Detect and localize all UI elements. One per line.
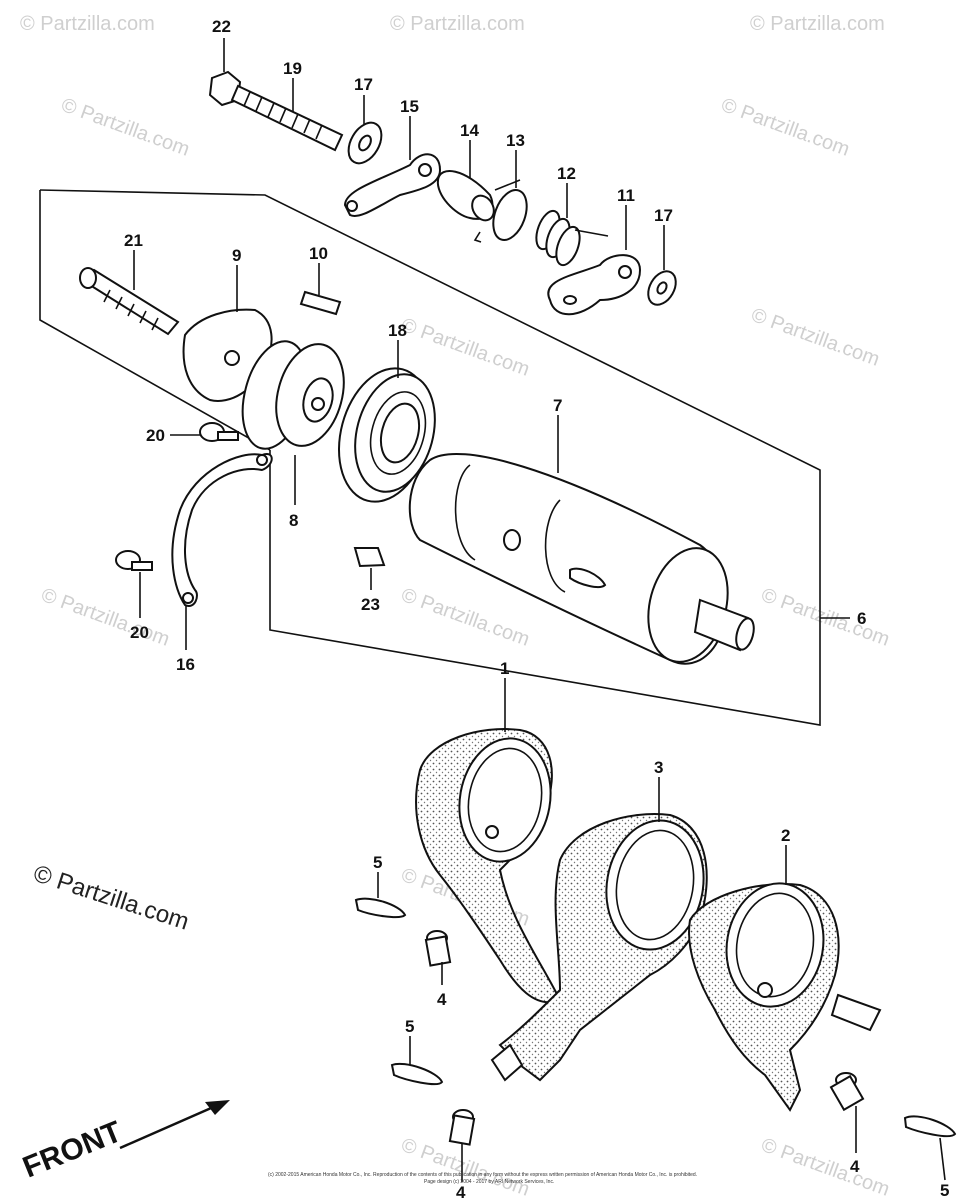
spring-13 xyxy=(492,189,528,241)
callout-4c: 4 xyxy=(850,1157,860,1176)
screw-20a xyxy=(199,422,239,442)
shift-forks xyxy=(354,728,957,1146)
callout-15: 15 xyxy=(400,97,419,116)
watermark-text: © Partzilla.com xyxy=(398,314,532,381)
watermark-text: © Partzilla.com xyxy=(398,584,532,651)
callout-11: 11 xyxy=(617,186,635,205)
plate-15 xyxy=(343,153,442,217)
callout-17b: 17 xyxy=(654,206,673,225)
watermark-text: © Partzilla.com xyxy=(58,94,192,161)
assembly-outline xyxy=(39,189,850,726)
callout-12: 12 xyxy=(557,164,576,183)
circlip-16 xyxy=(171,453,273,607)
fork-pin-4c xyxy=(829,1072,865,1112)
callout-8: 8 xyxy=(289,511,298,530)
watermark-text: © Partzilla.com xyxy=(758,1134,892,1200)
callout-10: 10 xyxy=(309,244,328,263)
bearing-18 xyxy=(337,367,436,503)
cotter-pin-5c xyxy=(903,1115,957,1138)
callout-3: 3 xyxy=(654,758,663,777)
watermark-text: © Partzilla.com xyxy=(20,13,155,35)
watermark-text: © Partzilla.com xyxy=(748,304,882,371)
fork-pin-4a xyxy=(424,930,452,967)
callout-7: 7 xyxy=(553,396,562,415)
callout-20: 20 xyxy=(146,426,165,445)
callout-19: 19 xyxy=(283,59,302,78)
top-parts xyxy=(208,70,677,316)
callout-16: 16 xyxy=(176,655,195,674)
callout-13: 13 xyxy=(506,131,525,150)
watermark-text: © Partzilla.com xyxy=(718,94,852,161)
callout-17: 17 xyxy=(354,75,373,94)
front-label: FRONT xyxy=(18,1115,126,1184)
callout-23: 23 xyxy=(361,595,380,614)
callout-14: 14 xyxy=(460,121,479,140)
cotter-pin-5b xyxy=(390,1062,444,1086)
front-indicator: FRONT xyxy=(18,1100,230,1184)
shift-fork-2 xyxy=(688,882,882,1112)
spring-12 xyxy=(535,209,609,267)
callout-4b: 4 xyxy=(456,1183,466,1200)
callout-5a: 5 xyxy=(373,853,382,872)
callout-6: 6 xyxy=(857,609,866,628)
callout-2: 2 xyxy=(781,826,790,845)
callout-20b: 20 xyxy=(130,623,149,642)
callout-1: 1 xyxy=(500,659,509,678)
callout-22: 22 xyxy=(212,17,231,36)
watermark-text: © Partzilla.com xyxy=(750,13,885,35)
middle-parts xyxy=(79,267,755,665)
cotter-pin-5a xyxy=(354,897,407,919)
copyright-line: (c) 2002-2015 American Honda Motor Co., … xyxy=(268,1172,697,1178)
callout-18: 18 xyxy=(388,321,407,340)
copyright-block: (c) 2002-2015 American Honda Motor Co., … xyxy=(268,1172,697,1185)
watermark-text: © Partzilla.com xyxy=(38,584,172,651)
callout-4a: 4 xyxy=(437,990,447,1009)
callout-9: 9 xyxy=(232,246,241,265)
watermark-prominent: © Partzilla.com xyxy=(30,860,192,936)
shift-fork-1 xyxy=(415,728,562,1004)
callout-5b: 5 xyxy=(405,1017,414,1036)
stopper-8 xyxy=(241,340,345,450)
watermark-text: © Partzilla.com xyxy=(390,13,525,35)
callout-labels: 22 19 17 15 14 13 12 11 17 21 9 10 18 7 … xyxy=(124,17,949,1200)
callout-21: 21 xyxy=(124,231,143,250)
pin-10 xyxy=(299,290,342,316)
pin-23 xyxy=(353,547,386,568)
copyright-line: Page design (c) 2004 - 2017 by ARI Netwo… xyxy=(424,1179,554,1185)
shift-fork-3 xyxy=(490,813,708,1082)
shift-drum-7 xyxy=(408,453,755,665)
fork-pin-4b xyxy=(448,1109,476,1146)
leader-lines xyxy=(133,38,946,1182)
callout-5c: 5 xyxy=(940,1181,949,1200)
screw-20b xyxy=(115,550,153,571)
